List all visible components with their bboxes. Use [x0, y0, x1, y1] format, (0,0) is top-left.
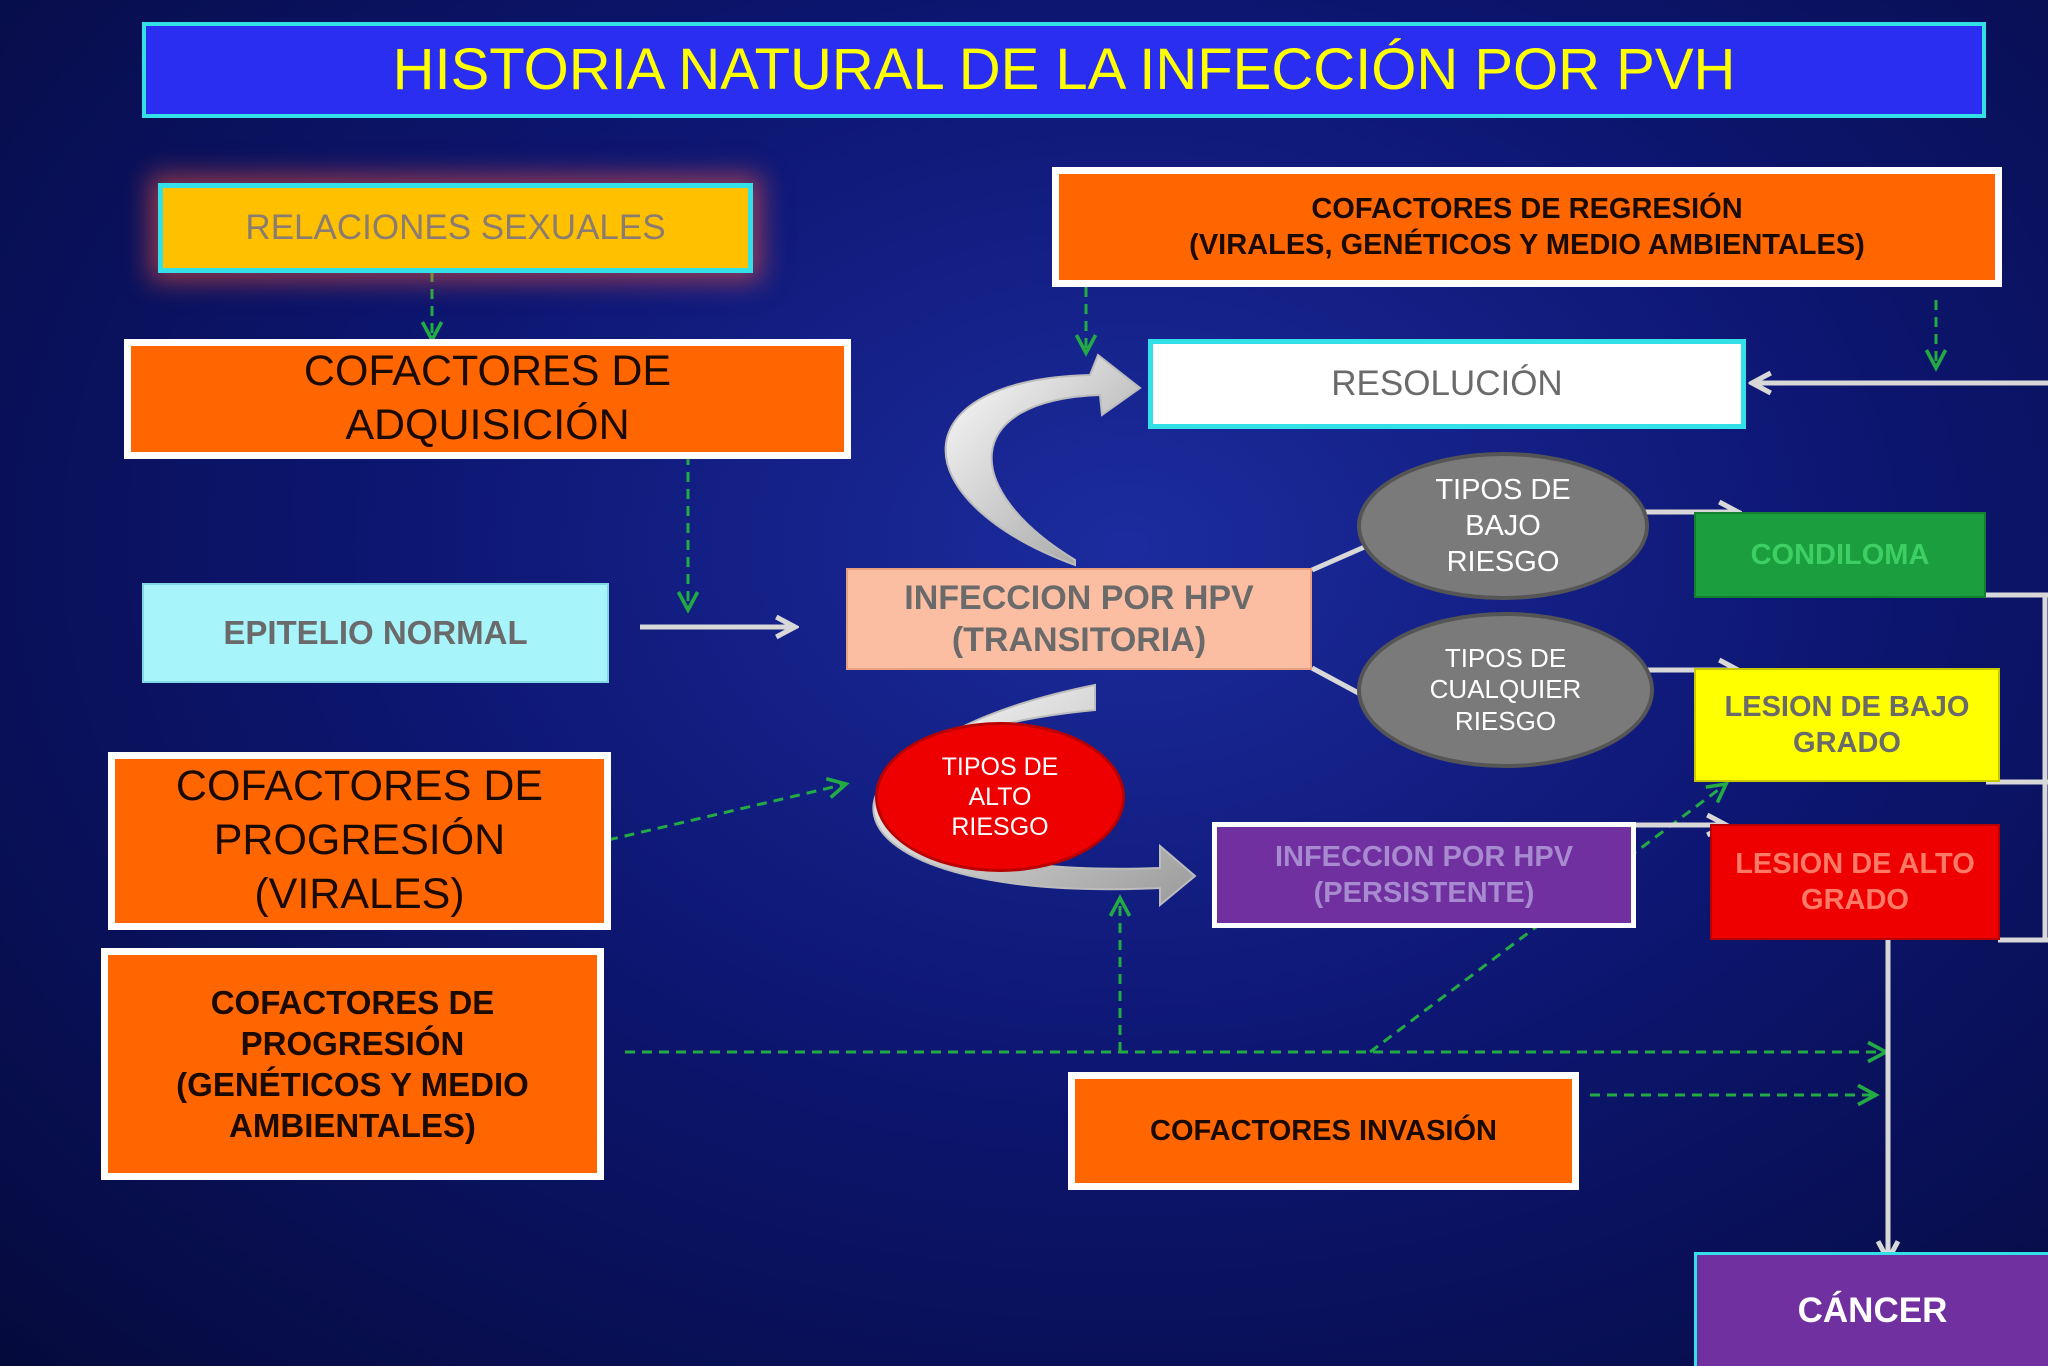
lesion-bajo-grado-label: LESION DE BAJO GRADO	[1724, 690, 1970, 759]
title-banner: HISTORIA NATURAL DE LA INFECCIÓN POR PVH	[142, 22, 1986, 118]
cofactores-invasion-box: COFACTORES INVASIÓN	[1068, 1072, 1579, 1190]
cancer-box: CÁNCER	[1694, 1252, 2048, 1366]
tipos-bajo-riesgo-label: TIPOS DE BAJO RIESGO	[1435, 473, 1571, 579]
page-title: HISTORIA NATURAL DE LA INFECCIÓN POR PVH	[392, 36, 1736, 102]
cofactores-progresion-virales-label: COFACTORES DE PROGRESIÓN (VIRALES)	[175, 762, 544, 918]
resolucion-box: RESOLUCIÓN	[1148, 339, 1746, 429]
curved-arrow-resolucion	[944, 353, 1142, 567]
infeccion-transitoria-label: INFECCION POR HPV (TRANSITORIA)	[904, 578, 1254, 660]
dashed-arrow-progresion-virales	[607, 784, 846, 842]
tipos-bajo-riesgo-ellipse: TIPOS DE BAJO RIESGO	[1357, 452, 1649, 600]
cofactores-regresion-box: COFACTORES DE REGRESIÓN (VIRALES, GENÉTI…	[1052, 167, 2002, 287]
tipos-alto-riesgo-ellipse: TIPOS DE ALTO RIESGO	[875, 722, 1125, 872]
resolucion-label: RESOLUCIÓN	[1331, 364, 1563, 404]
cofactores-adquisicion-label: COFACTORES DE ADQUISICIÓN	[303, 347, 672, 449]
cofactores-progresion-geneticos-label: COFACTORES DE PROGRESIÓN (GENÉTICOS Y ME…	[176, 983, 529, 1145]
condiloma-box: CONDILOMA	[1694, 512, 1986, 598]
cofactores-progresion-virales-box: COFACTORES DE PROGRESIÓN (VIRALES)	[108, 752, 611, 930]
lesion-alto-grado-label: LESION DE ALTO GRADO	[1735, 847, 1975, 916]
cofactores-invasion-label: COFACTORES INVASIÓN	[1150, 1114, 1497, 1147]
bracket-right	[1986, 380, 2048, 943]
tipos-alto-riesgo-label: TIPOS DE ALTO RIESGO	[941, 753, 1059, 841]
cofactores-progresion-geneticos-box: COFACTORES DE PROGRESIÓN (GENÉTICOS Y ME…	[101, 948, 604, 1180]
lesion-alto-grado-box: LESION DE ALTO GRADO	[1710, 824, 2000, 940]
epitelio-normal-label: EPITELIO NORMAL	[223, 614, 528, 652]
infeccion-transitoria-box: INFECCION POR HPV (TRANSITORIA)	[846, 568, 1312, 670]
condiloma-label: CONDILOMA	[1750, 538, 1930, 571]
relaciones-sexuales-box: RELACIONES SEXUALES	[158, 183, 753, 273]
lesion-bajo-grado-box: LESION DE BAJO GRADO	[1694, 668, 2000, 782]
cofactores-regresion-label: COFACTORES DE REGRESIÓN (VIRALES, GENÉTI…	[1189, 192, 1865, 261]
solid-arrows	[640, 383, 2048, 1260]
infeccion-persistente-box: INFECCION POR HPV (PERSISTENTE)	[1212, 822, 1636, 928]
tipos-cualquier-riesgo-label: TIPOS DE CUALQUIER RIESGO	[1429, 643, 1582, 736]
relaciones-sexuales-label: RELACIONES SEXUALES	[245, 208, 666, 248]
epitelio-normal-box: EPITELIO NORMAL	[142, 583, 609, 683]
cofactores-adquisicion-box: COFACTORES DE ADQUISICIÓN	[124, 339, 851, 459]
tipos-cualquier-riesgo-ellipse: TIPOS DE CUALQUIER RIESGO	[1357, 612, 1654, 768]
cancer-label: CÁNCER	[1797, 1290, 1948, 1330]
infeccion-persistente-label: INFECCION POR HPV (PERSISTENTE)	[1274, 840, 1574, 909]
